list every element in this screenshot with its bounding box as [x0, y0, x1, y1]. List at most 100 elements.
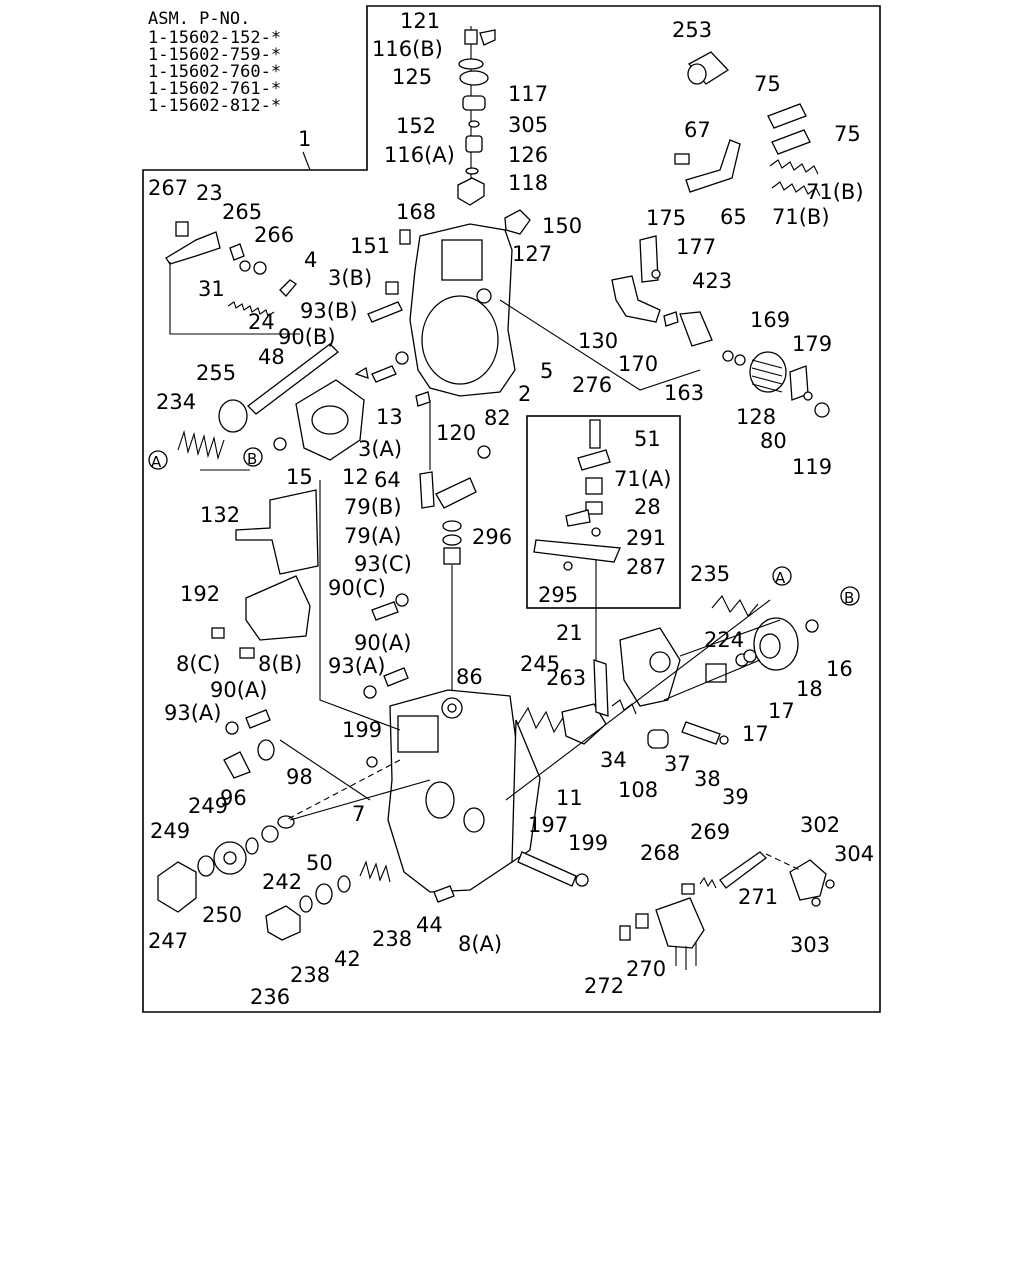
callout-8b: 8(B)	[258, 652, 302, 676]
callout-120: 120	[436, 421, 476, 445]
pin-13	[354, 366, 369, 379]
callout-79a: 79(A)	[344, 524, 401, 548]
callout-5: 5	[540, 359, 553, 383]
washer-98	[257, 739, 275, 761]
callout-90c: 90(C)	[328, 576, 386, 600]
callout-67: 67	[684, 118, 711, 142]
bolt-3b	[367, 301, 403, 323]
callout-64: 64	[374, 468, 401, 492]
callout-234: 234	[156, 390, 196, 414]
callout-93c: 93(C)	[354, 552, 412, 576]
callout-265: 265	[222, 200, 262, 224]
bracket-192	[245, 575, 311, 641]
bar-287	[533, 539, 621, 563]
spring-71b	[771, 181, 821, 197]
nut-93a	[363, 685, 377, 699]
diagram-frame	[142, 5, 881, 1013]
bracket-132	[235, 489, 319, 575]
cap-125	[459, 70, 489, 86]
callout-170: 170	[618, 352, 658, 376]
callout-128: 128	[736, 405, 776, 429]
bolt-90b	[371, 365, 397, 383]
washer-116b	[458, 58, 484, 70]
callout-71b1: 71(B)	[806, 180, 864, 204]
callout-177: 177	[676, 235, 716, 259]
cap-236	[265, 905, 301, 941]
arm-28	[565, 509, 591, 527]
solenoid-body	[655, 897, 705, 949]
bolt-8c	[211, 627, 225, 639]
plug-150	[504, 209, 531, 235]
spring-34	[611, 699, 637, 715]
callout-127: 127	[512, 242, 552, 266]
callout-268: 268	[640, 841, 680, 865]
clip-39	[719, 735, 729, 745]
callout-271: 271	[738, 885, 778, 909]
callout-3b: 3(B)	[328, 266, 372, 290]
callout-12: 12	[342, 465, 369, 489]
callout-116a: 116(A)	[384, 143, 455, 167]
callout-423: 423	[692, 269, 732, 293]
collar-28	[585, 501, 603, 515]
nut-119	[814, 402, 830, 418]
callout-93a2: 93(A)	[164, 701, 221, 725]
washer-80	[803, 391, 813, 401]
washer-17	[743, 649, 757, 663]
callout-93a1: 93(A)	[328, 654, 385, 678]
callout-130: 130	[578, 329, 618, 353]
callout-132: 132	[200, 503, 240, 527]
lever-130	[611, 275, 661, 323]
nut-266	[253, 261, 267, 275]
lever-120	[435, 477, 477, 509]
marker-a	[148, 450, 168, 470]
oring-118	[465, 167, 479, 175]
callout-42: 42	[334, 947, 361, 971]
callout-71a: 71(A)	[614, 467, 671, 491]
callout-152: 152	[396, 114, 436, 138]
callout-98: 98	[286, 765, 313, 789]
callout-38: 38	[694, 767, 721, 791]
spring-71b	[769, 159, 819, 175]
nut-152	[465, 135, 483, 153]
callout-93b: 93(B)	[300, 299, 358, 323]
callout-266: 266	[254, 223, 294, 247]
marker-b-label: B	[247, 450, 257, 468]
callout-28: 28	[634, 495, 661, 519]
spring-269	[699, 876, 717, 889]
callout-272: 272	[584, 974, 624, 998]
rod-75	[767, 103, 807, 129]
pin-64	[419, 471, 435, 509]
callout-21: 21	[556, 621, 583, 645]
callout-150: 150	[542, 214, 582, 238]
callout-302: 302	[800, 813, 840, 837]
callout-8a: 8(A)	[458, 932, 502, 956]
plug-270	[635, 913, 649, 929]
housing-top	[441, 239, 483, 281]
callout-236: 236	[250, 985, 290, 1009]
screw-116a	[457, 177, 485, 206]
bolt-96	[223, 751, 251, 779]
callout-151: 151	[350, 234, 390, 258]
plate-265	[229, 243, 245, 261]
nut-50	[277, 815, 295, 829]
bracket-65	[685, 139, 741, 193]
marker-b	[840, 586, 860, 606]
callout-4: 4	[304, 248, 317, 272]
callout-242: 242	[262, 870, 302, 894]
callout-168: 168	[396, 200, 436, 224]
callout-90a2: 90(A)	[210, 678, 267, 702]
callout-65: 65	[720, 205, 747, 229]
bolt-67	[674, 153, 690, 165]
callout-16: 16	[826, 657, 853, 681]
collar-296	[443, 547, 461, 565]
bushing-255	[218, 399, 248, 433]
callout-116b: 116(B)	[372, 37, 443, 61]
nut-82	[477, 445, 491, 459]
spring-24	[227, 301, 275, 317]
callout-117: 117	[508, 82, 548, 106]
spring-71a	[585, 477, 603, 495]
callout-199a: 199	[342, 718, 382, 742]
callout-235: 235	[690, 562, 730, 586]
callout-37: 37	[664, 752, 691, 776]
